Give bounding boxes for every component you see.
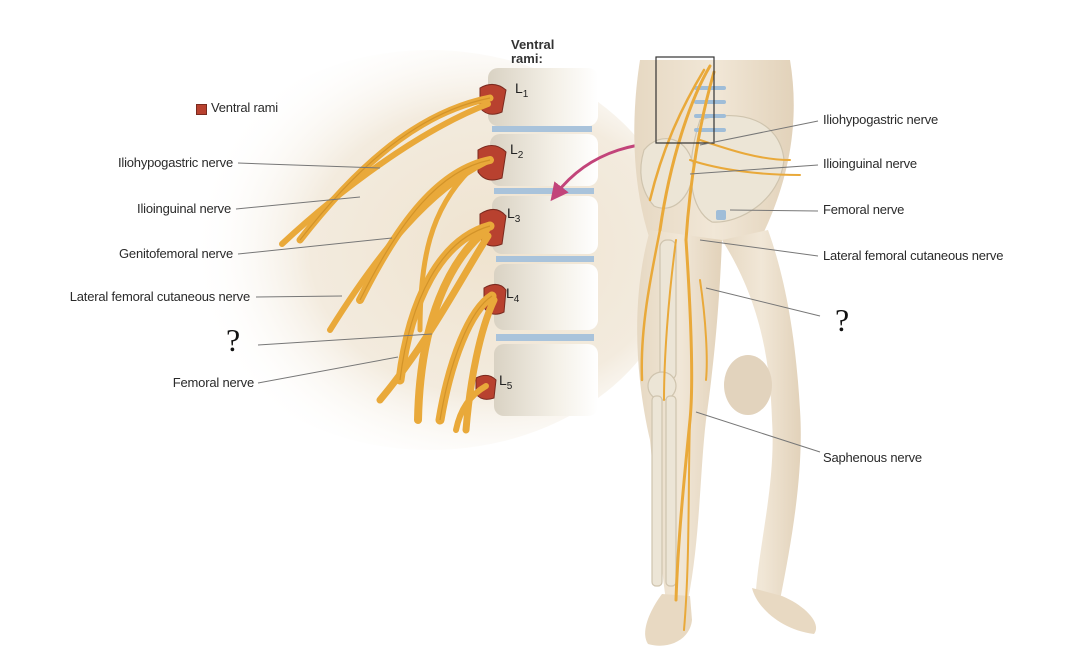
unknown-label-left: ? bbox=[226, 322, 241, 358]
label-femoral-left: Femoral nerve bbox=[172, 375, 254, 390]
left-leader-lines bbox=[235, 162, 433, 384]
label-lateral-femoral-cutaneous-left: Lateral femoral cutaneous nerve bbox=[69, 289, 250, 304]
label-iliohypogastric-right: Iliohypogastric nerve bbox=[823, 112, 939, 127]
right-leader-lines bbox=[689, 120, 821, 453]
unknown-label-right: ? bbox=[835, 302, 850, 338]
legend-label: Ventral rami bbox=[211, 100, 278, 115]
label-lateral-femoral-cutaneous-right: Lateral femoral cutaneous nerve bbox=[823, 248, 1004, 263]
label-ilioinguinal-left: Ilioinguinal nerve bbox=[137, 201, 231, 216]
ventral-rami-title-line2: rami: bbox=[511, 51, 543, 66]
plexus-nerve-shading bbox=[299, 97, 493, 421]
level-label-l2: L2 bbox=[510, 141, 524, 161]
level-label-l4: L4 bbox=[506, 285, 520, 305]
ventral-rami-title-line1: Ventral bbox=[511, 37, 555, 52]
level-label-l5: L5 bbox=[499, 372, 513, 392]
ventral-rami-title: Ventral rami: bbox=[511, 38, 554, 66]
level-label-l3: L3 bbox=[507, 205, 521, 225]
legend-swatch bbox=[196, 104, 207, 115]
label-iliohypogastric-left: Iliohypogastric nerve bbox=[117, 155, 233, 170]
label-genitofemoral-left: Genitofemoral nerve bbox=[119, 246, 233, 261]
label-femoral-right: Femoral nerve bbox=[823, 202, 905, 217]
inset-box bbox=[655, 56, 715, 144]
vertebral-column bbox=[488, 68, 598, 416]
label-ilioinguinal-right: Ilioinguinal nerve bbox=[823, 156, 917, 171]
label-saphenous-right: Saphenous nerve bbox=[823, 450, 922, 465]
lumbar-discs-right bbox=[694, 86, 726, 220]
level-label-l1: L1 bbox=[515, 80, 529, 100]
leg-nerves bbox=[640, 64, 801, 631]
